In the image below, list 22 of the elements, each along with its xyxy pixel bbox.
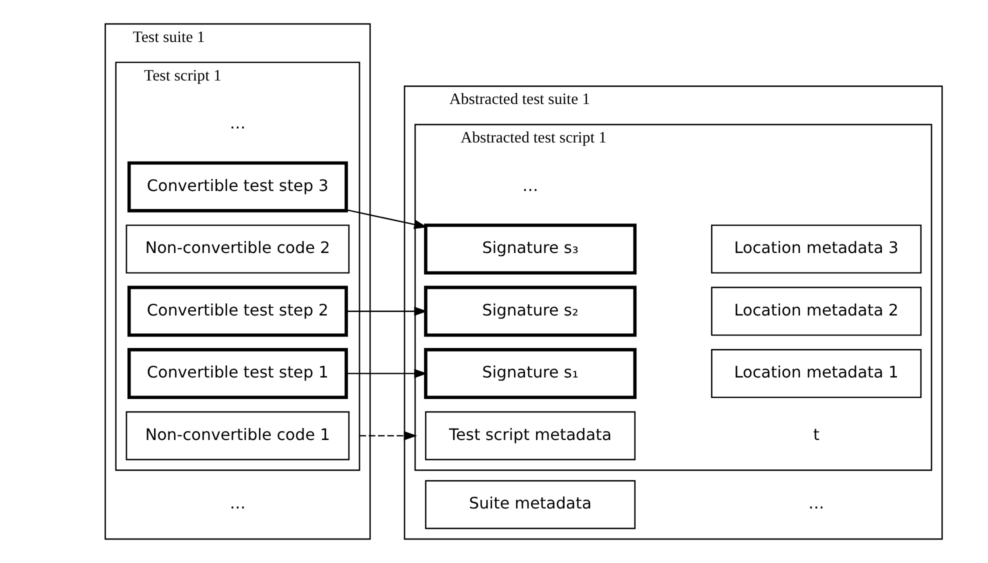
node-box: Test script metadata [425, 411, 636, 460]
node-box: Non-convertible code 1 [126, 411, 350, 460]
node-box: Convertible test step 1 [127, 348, 348, 400]
arrow [360, 431, 418, 440]
node-box: Non-convertible code 2 [126, 224, 350, 274]
node-box: Convertible test step 3 [127, 161, 348, 212]
label: … [522, 176, 538, 195]
arrow [346, 306, 428, 316]
arrow [346, 368, 428, 378]
node-box: Location metadata 2 [711, 286, 922, 336]
node-box: Signature s₁ [424, 348, 637, 400]
node-box: Location metadata 1 [711, 349, 922, 398]
node-box: Convertible test step 2 [127, 286, 348, 337]
label: … [808, 494, 824, 513]
label: … [230, 114, 246, 133]
label: … [230, 494, 246, 513]
node-box: Location metadata 3 [711, 224, 922, 274]
arrow [346, 209, 428, 230]
node-box: Suite metadata [425, 480, 636, 530]
node-box: Signature s₂ [424, 286, 637, 337]
label: t [813, 424, 820, 444]
node-box: Signature s₃ [424, 224, 637, 275]
